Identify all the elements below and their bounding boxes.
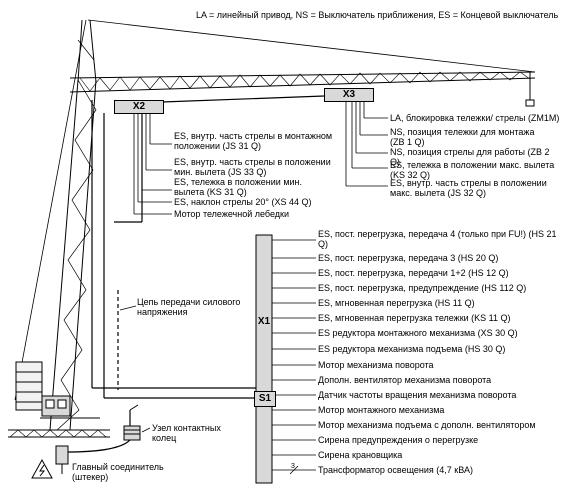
abbreviation-legend: LA = линейный привод, NS = Выключатель п… <box>196 10 559 20</box>
terminal-strip <box>255 234 273 484</box>
x1-label: X1 <box>257 316 271 327</box>
x3-leaders <box>345 101 388 187</box>
x1-item: ES, пост. перегрузка, передачи 1+2 (HS 1… <box>318 268 509 278</box>
s1-item: Сирена крановщика <box>318 450 403 460</box>
x1-item: ES, пост. перегрузка, предупреждение (HS… <box>318 283 527 293</box>
x1-item: ES, мгновенная перегрузка тележки (KS 11… <box>318 313 511 323</box>
main-connector-label: Главный соединитель (штекер) <box>72 462 164 482</box>
x2-item: ES, тележка в положении мин. вылета (KS … <box>174 177 303 197</box>
s1-item: Мотор монтажного механизма <box>318 405 445 415</box>
x3-item: NS, позиция тележки для монтажа (ZB 1 Q) <box>390 127 535 147</box>
x2-x3-cable <box>161 95 325 103</box>
x3-label: X3 <box>342 89 356 100</box>
x1-item: ES редуктора монтажного механизма (XS 30… <box>318 328 518 338</box>
s1-item: Датчик частоты вращения механизма поворо… <box>318 390 517 400</box>
x2-item: ES, наклон стрелы 20° (XS 44 Q) <box>174 197 312 207</box>
s1-label: S1 <box>258 393 272 404</box>
crane-base <box>8 361 110 438</box>
slip-ring-symbol <box>123 404 151 441</box>
s1-item: Дополн. вентилятор механизма поворота <box>318 375 492 385</box>
x3-item: LA, блокировка тележки/ стрелы (ZM1M) <box>390 113 560 123</box>
x1-item: ES, мгновенная перегрузка (HS 11 Q) <box>318 298 475 308</box>
main-connector-symbol <box>55 439 131 474</box>
power-chain-leader <box>119 305 137 311</box>
x2-label: X2 <box>132 101 146 112</box>
x2-item: ES, внутр. часть стрелы в положении мин.… <box>174 157 331 177</box>
high-voltage-warning-icon <box>31 458 53 479</box>
s1-item: Мотор механизма подъема с дополн. вентил… <box>318 420 536 430</box>
x3-item: ES, тележка в положении макс. вылета (KS… <box>390 160 555 180</box>
x1-label-box: X1 <box>256 315 272 329</box>
x2-terminal-box: X2 <box>114 100 164 114</box>
x1-item: ES, пост. перегрузка, передача 4 (только… <box>318 229 557 249</box>
transformer-phase-mark: 3 <box>291 463 295 470</box>
x3-item: NS, позиция стрелы для работы (ZB 2 Q) <box>390 147 550 167</box>
x2-leaders <box>133 113 172 215</box>
s1-item: Трансформатор освещения (4,7 кВА) <box>318 465 473 475</box>
s1-leaders <box>272 364 316 475</box>
crane-jib <box>69 19 536 107</box>
x3-terminal-box: X3 <box>324 88 374 102</box>
x1-leaders <box>272 239 316 350</box>
x3-item: ES, внутр. часть стрелы в положении макс… <box>390 178 547 198</box>
crane-mast <box>49 79 97 431</box>
s1-item: Сирена предупреждения о перегрузке <box>318 435 479 445</box>
x1-item: ES редуктора механизма подъема (HS 30 Q) <box>318 344 506 354</box>
s1-item: Мотор механизма поворота <box>318 360 434 370</box>
power-chain-label: Цепь передачи силового напряжения <box>137 297 241 317</box>
slip-ring-label: Узел контактных колец <box>152 423 221 443</box>
x2-item: ES, внутр. часть стрелы в монтажном поло… <box>174 131 333 151</box>
s1-terminal-box: S1 <box>254 391 276 407</box>
stay-cable <box>14 19 87 401</box>
tower-top <box>77 19 97 83</box>
x2-item: Мотор тележечной лебедки <box>174 209 289 219</box>
x1-item: ES, пост. перегрузка, передача 3 (HS 20 … <box>318 253 499 263</box>
